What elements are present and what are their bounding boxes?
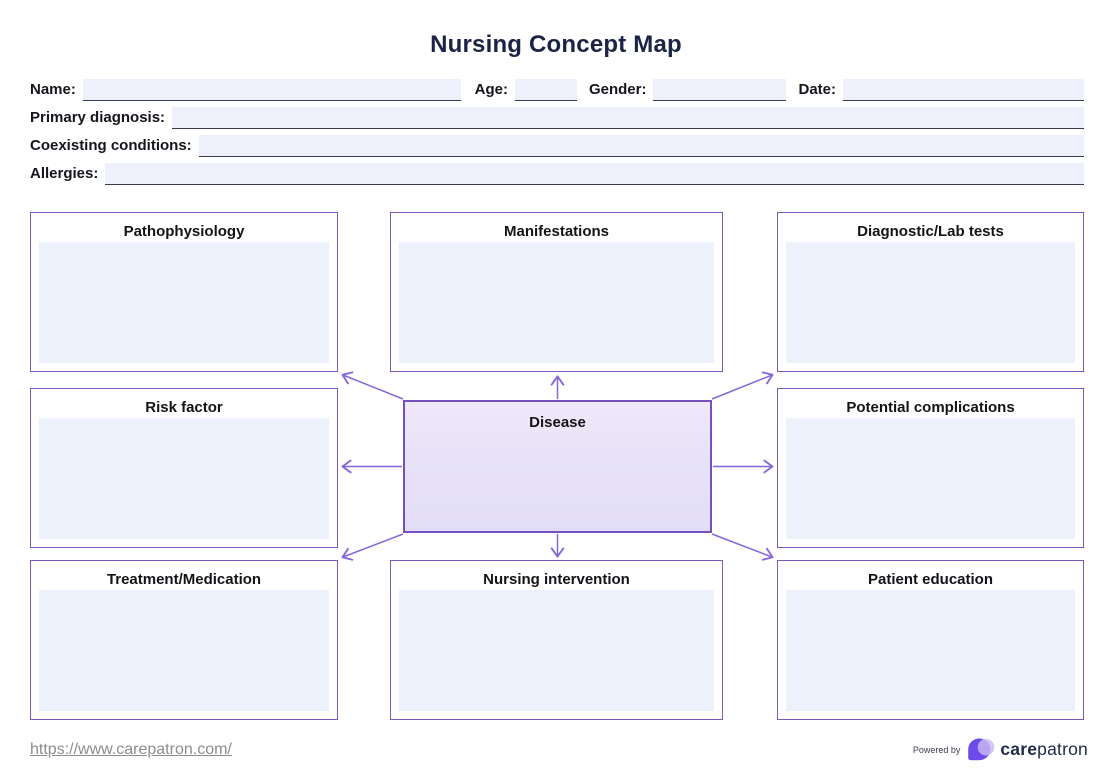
node-risk-factor: Risk factor <box>30 388 338 548</box>
wordmark-care: care <box>1000 739 1038 759</box>
wordmark-patron: patron <box>1037 739 1088 759</box>
arrow-disease-to-pathophysiology <box>341 371 404 400</box>
date-field[interactable] <box>843 79 1084 101</box>
carepatron-logo-icon <box>968 738 995 761</box>
node-manifestations-input-area[interactable] <box>399 242 714 363</box>
coexisting-conditions-field[interactable] <box>198 135 1084 157</box>
node-treatment-medication-title: Treatment/Medication <box>106 571 262 588</box>
name-field[interactable] <box>82 79 461 101</box>
arrow-disease-to-patient-education <box>711 533 774 561</box>
node-patient-education: Patient education <box>777 560 1084 720</box>
name-label: Name: <box>30 81 76 98</box>
allergies-label: Allergies: <box>30 165 99 182</box>
powered-by-label: Powered by <box>912 744 961 755</box>
patient-info-row: Name: Age: Gender: Date: <box>30 78 1084 101</box>
node-diagnostic-lab-tests-title: Diagnostic/Lab tests <box>857 223 1004 240</box>
node-diagnostic-lab-tests: Diagnostic/Lab tests <box>777 212 1084 372</box>
age-field[interactable] <box>514 79 577 101</box>
primary-diagnosis-row: Primary diagnosis: <box>30 106 1084 129</box>
node-treatment-medication: Treatment/Medication <box>30 560 338 720</box>
node-diagnostic-lab-tests-input-area[interactable] <box>786 242 1075 363</box>
allergies-field[interactable] <box>105 163 1084 185</box>
gender-label: Gender: <box>588 81 647 98</box>
node-treatment-medication-input-area[interactable] <box>39 590 329 711</box>
node-disease[interactable]: Disease <box>403 400 712 533</box>
node-risk-factor-input-area[interactable] <box>39 418 329 539</box>
node-pathophysiology-input-area[interactable] <box>39 242 329 363</box>
coexisting-conditions-label: Coexisting conditions: <box>30 137 192 154</box>
node-patient-education-title: Patient education <box>867 571 994 588</box>
powered-by-badge: Powered by carepatron <box>913 737 1088 762</box>
page-title: Nursing Concept Map <box>430 31 682 58</box>
arrow-disease-to-diagnostic-lab-tests <box>711 371 774 400</box>
node-nursing-intervention-input-area[interactable] <box>399 590 714 711</box>
gender-field[interactable] <box>653 79 787 101</box>
node-pathophysiology: Pathophysiology <box>30 212 338 372</box>
primary-diagnosis-field[interactable] <box>172 107 1084 129</box>
carepatron-wordmark: carepatron <box>1000 739 1088 760</box>
coexisting-conditions-row: Coexisting conditions: <box>30 134 1084 157</box>
node-manifestations: Manifestations <box>390 212 723 372</box>
arrow-disease-to-treatment-medication <box>341 533 404 561</box>
node-pathophysiology-title: Pathophysiology <box>123 223 245 240</box>
node-risk-factor-title: Risk factor <box>145 399 223 416</box>
carepatron-link[interactable]: https://www.carepatron.com/ <box>30 741 232 758</box>
allergies-row: Allergies: <box>30 162 1084 185</box>
primary-diagnosis-label: Primary diagnosis: <box>30 109 166 126</box>
node-manifestations-title: Manifestations <box>503 223 609 240</box>
node-potential-complications-title: Potential complications <box>846 399 1015 416</box>
node-potential-complications: Potential complications <box>777 388 1084 548</box>
node-potential-complications-input-area[interactable] <box>786 418 1075 539</box>
age-label: Age: <box>474 81 508 98</box>
node-nursing-intervention-title: Nursing intervention <box>483 571 630 588</box>
node-nursing-intervention: Nursing intervention <box>390 560 723 720</box>
node-patient-education-input-area[interactable] <box>786 590 1075 711</box>
date-label: Date: <box>798 81 836 98</box>
node-disease-title: Disease <box>529 414 586 431</box>
